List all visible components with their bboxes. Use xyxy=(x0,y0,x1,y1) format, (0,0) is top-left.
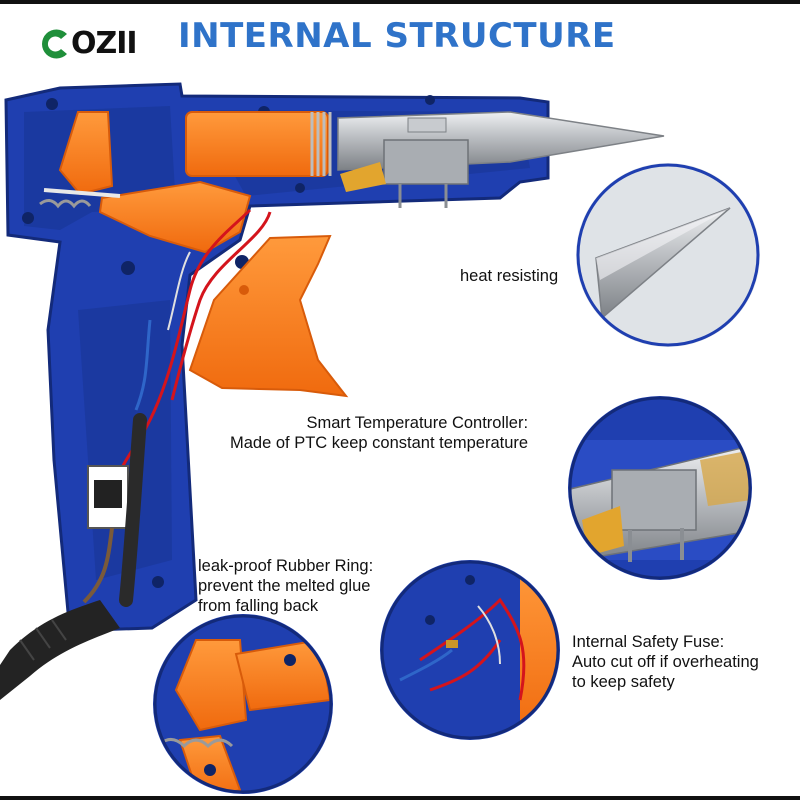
callout-rubber-ring: leak-proof Rubber Ring: prevent the melt… xyxy=(198,556,373,616)
callout-line: Made of PTC keep constant temperature xyxy=(230,434,529,452)
callout-heat-resisting: heat resisting xyxy=(460,266,558,286)
glue-gun-illustration xyxy=(0,82,665,700)
bottom-border xyxy=(0,796,800,800)
callout-temperature-controller: Smart Temperature Controller: Made of PT… xyxy=(230,413,528,453)
nozzle-zoom xyxy=(576,163,760,347)
callout-line: to keep safety xyxy=(572,673,675,691)
brand-name: OZII xyxy=(71,26,138,61)
top-border xyxy=(0,0,800,4)
callout-line: leak-proof Rubber Ring: xyxy=(198,557,374,575)
callout-line: Smart Temperature Controller: xyxy=(306,414,529,432)
brand-logo-icon xyxy=(42,29,67,58)
rubber-ring-zoom xyxy=(153,614,333,794)
callout-line: from falling back xyxy=(198,597,319,615)
callout-line: Internal Safety Fuse: xyxy=(572,633,725,651)
callout-line: prevent the melted glue xyxy=(198,577,371,595)
callout-line: Auto cut off if overheating xyxy=(572,653,759,671)
ptc-zoom xyxy=(568,396,752,580)
fuse-zoom xyxy=(380,560,560,740)
brand-logo: OZII xyxy=(36,26,138,61)
callout-line: heat resisting xyxy=(460,267,559,285)
page-title: INTERNAL STRUCTURE xyxy=(178,16,616,56)
callout-safety-fuse: Internal Safety Fuse: Auto cut off if ov… xyxy=(572,632,759,692)
